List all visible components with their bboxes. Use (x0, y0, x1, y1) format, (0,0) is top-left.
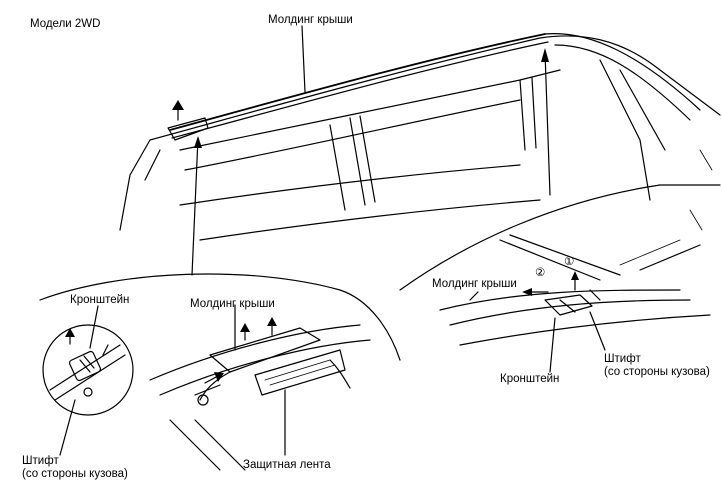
right-detail-view (399, 184, 721, 373)
bracket-left-label: Кронштейн (70, 294, 130, 306)
pin-left-label-line2: (со стороны кузова) (22, 468, 128, 480)
model-label: Модели 2WD (30, 18, 101, 30)
left-detail-view (39, 273, 401, 471)
step-1-marker: ① (564, 256, 575, 268)
step-2-marker: ② (535, 267, 546, 279)
pin-right-label-line1: Штифт (604, 353, 641, 365)
bracket-right-label: Кронштейн (500, 373, 560, 385)
pin-right-label-line2: (со стороны кузова) (604, 366, 710, 378)
roof-molding-right-label: Молдинг крыши (432, 278, 517, 290)
protective-tape-label: Защитная лента (243, 459, 331, 471)
pin-left-label-line1: Штифт (22, 455, 59, 467)
roof-molding-mid-label: Молдинг крыши (190, 298, 275, 310)
car-body-illustration (119, 32, 721, 241)
roof-molding-top-label: Молдинг крыши (268, 14, 353, 26)
